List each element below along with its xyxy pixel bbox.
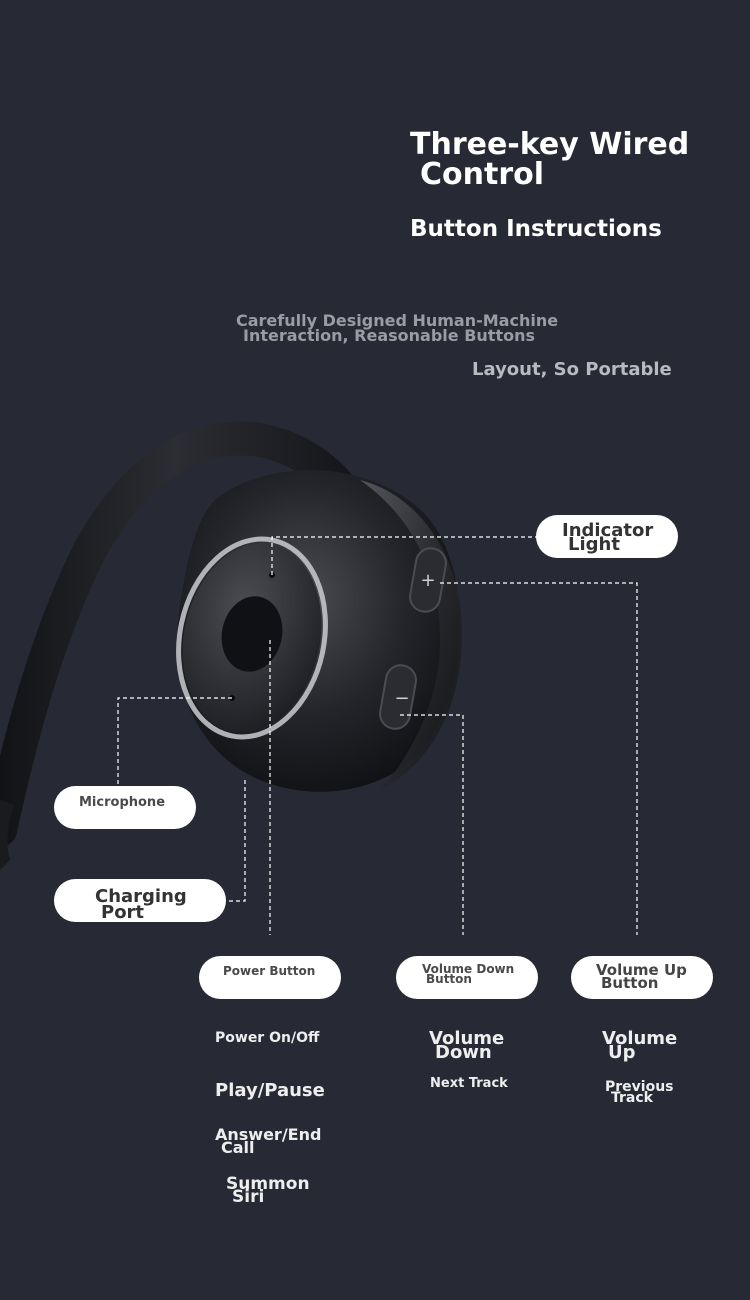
volume-up-line-2: Button xyxy=(601,974,659,992)
page-subtitle: Button Instructions xyxy=(410,216,662,242)
microphone-label: Microphone xyxy=(54,786,196,829)
face-ring xyxy=(176,536,328,740)
description: Carefully Designed Human-Machine Interac… xyxy=(236,311,576,345)
power-button-label: Power Button xyxy=(199,956,341,999)
power-function-4: Summon Siri xyxy=(226,1174,310,1207)
volume-down-line-2: Button xyxy=(426,972,472,986)
volume-down-function-1-line-2: Down xyxy=(435,1042,492,1063)
indicator-line-1: Indicator xyxy=(562,520,654,541)
volume-down-key xyxy=(379,664,417,730)
charging-line-1: Charging xyxy=(95,886,187,907)
power-function-4-line-2: Siri xyxy=(232,1187,265,1207)
volume-up-button-label: Volume Up Button xyxy=(571,956,713,999)
volume-up-function-1: Volume Up xyxy=(602,1028,678,1063)
microphone-leader xyxy=(117,697,232,785)
power-function-3-line-1: Answer/End xyxy=(215,1125,322,1144)
description-line-2: Interaction, Reasonable Buttons xyxy=(243,326,535,345)
description-line-3: Layout, So Portable xyxy=(472,359,672,380)
indicator-light-label: Indicator Light xyxy=(536,515,678,558)
power-function-3: Answer/End Call xyxy=(215,1125,322,1157)
volume-down-button-label: Volume Down Button xyxy=(396,956,538,999)
power-function-2: Play/Pause xyxy=(215,1080,325,1101)
volume-up-line-1: Volume Up xyxy=(596,961,687,979)
power-button-text: Power Button xyxy=(223,964,316,978)
volume-down-function-2: Next Track xyxy=(430,1076,508,1091)
svg-text:−: − xyxy=(394,688,409,709)
charging-port-label: Charging Port xyxy=(54,879,226,922)
power-function-1: Power On/Off xyxy=(215,1030,320,1046)
charging-leader xyxy=(226,780,246,902)
volume-up-function-2-line-1: Previous xyxy=(605,1079,674,1095)
power-function-4-line-1: Summon xyxy=(226,1174,310,1194)
ear-hook xyxy=(0,421,367,847)
description-line-1: Carefully Designed Human-Machine xyxy=(236,311,559,330)
power-function-3-line-2: Call xyxy=(221,1138,255,1157)
volume-up-function-2-line-2: Track xyxy=(611,1090,653,1106)
title-line-1: Three-key Wired xyxy=(410,127,690,162)
indicator-line-2: Light xyxy=(568,534,620,555)
indicator-leader xyxy=(271,536,537,575)
charging-line-2: Port xyxy=(101,902,145,923)
volume-down-leader xyxy=(400,714,464,935)
volume-down-function-1: Volume Down xyxy=(429,1028,505,1063)
volume-up-leader xyxy=(440,582,638,935)
center-button xyxy=(221,596,283,672)
svg-text:+: + xyxy=(420,570,435,591)
volume-up-function-2: Previous Track xyxy=(605,1079,674,1106)
microphone-text: Microphone xyxy=(79,795,166,810)
page-title: Three-key Wired Control xyxy=(410,130,730,190)
volume-up-function-1-line-2: Up xyxy=(608,1042,636,1063)
volume-down-line-1: Volume Down xyxy=(422,962,515,976)
title-line-2: Control xyxy=(420,157,545,192)
volume-up-function-1-line-1: Volume xyxy=(602,1028,678,1049)
volume-down-function-1-line-1: Volume xyxy=(429,1028,505,1049)
